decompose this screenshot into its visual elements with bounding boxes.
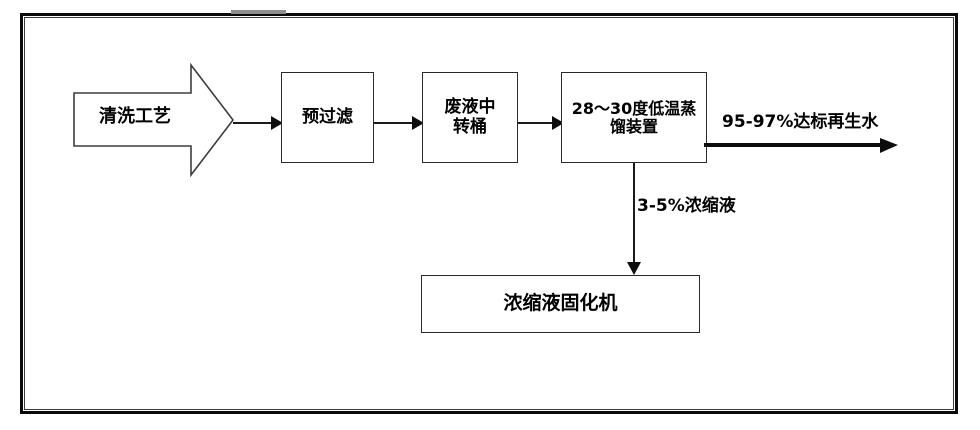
node-waste-transfer-barrel[interactable]: 废液中 转桶 [422,72,518,163]
node-waste-transfer-barrel-label-line1: 废液中 [444,97,496,118]
source-block-arrow [73,62,235,178]
node-waste-transfer-barrel-label-line2: 转桶 [453,116,487,137]
node-concentrate-solidifier-label: 浓缩液固化机 [503,292,618,315]
edge-label-concentrate: 3-5%浓缩液 [637,196,736,216]
connector-concentrate-down [626,163,644,277]
node-prefilter-label: 预过滤 [302,106,353,127]
node-prefilter[interactable]: 预过滤 [281,72,374,163]
top-edge-tab [231,10,286,14]
connector-source-to-prefilter [233,112,283,134]
connector-reclaimed-water-output [704,136,900,156]
connector-transfer-to-still [518,112,564,134]
node-concentrate-solidifier[interactable]: 浓缩液固化机 [421,275,700,333]
node-low-temp-distillation[interactable]: 28～30度低温蒸 馏装置 [561,72,707,163]
connector-prefilter-to-transfer [374,112,424,134]
source-block-arrow-label: 清洗工艺 [99,106,171,127]
edge-label-reclaimed-water: 95-97%达标再生水 [722,112,879,132]
node-low-temp-distillation-label-line2: 馏装置 [609,116,658,136]
node-low-temp-distillation-label-line1: 28～30度低温蒸 [571,98,697,118]
